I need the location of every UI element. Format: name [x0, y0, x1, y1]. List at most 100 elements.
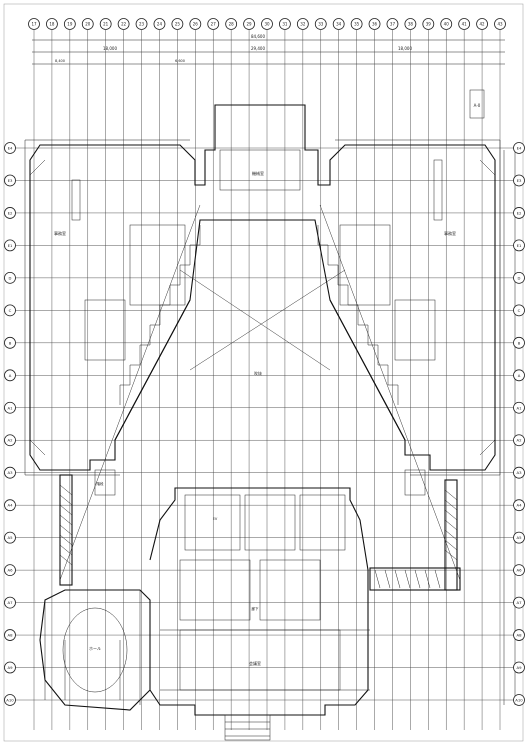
- row-bubble: [513, 661, 525, 674]
- row-bubble: [513, 694, 525, 706]
- row-bubble: [513, 271, 525, 284]
- row-bubble: [4, 401, 16, 414]
- row-bubble: [4, 466, 16, 479]
- column-tag: 20: [85, 22, 91, 27]
- bridges: [59, 474, 461, 591]
- label-south-hall: ホール: [89, 646, 101, 651]
- column-tag: 21: [103, 22, 109, 27]
- column-tag: 25: [175, 22, 181, 27]
- column-tag: 18: [49, 22, 55, 27]
- column-bubble: [296, 18, 309, 30]
- row-tag: E1: [8, 243, 13, 248]
- row-bubble: [513, 304, 525, 317]
- column-bubble: [171, 18, 184, 30]
- column-bubble: [81, 18, 94, 30]
- dim-segment-left: 18,000: [103, 46, 117, 51]
- column-bubble: [332, 18, 345, 30]
- title-stamp-text: A-0: [474, 103, 481, 108]
- dim-overall-top: 84,600: [251, 34, 265, 39]
- dim-segment-mid: 29,400: [251, 46, 265, 51]
- row-bubble: [513, 142, 525, 154]
- row-bubble: [4, 531, 16, 544]
- column-bubble: [243, 18, 255, 30]
- column-bubble: [314, 18, 327, 30]
- dim-segment-right: 18,000: [398, 46, 412, 51]
- label-stair: 階段: [97, 481, 104, 486]
- column-bubble: [28, 18, 40, 30]
- row-tag: A9: [516, 665, 522, 670]
- dim-span-a: 8,400: [55, 59, 65, 63]
- row-bubble: [4, 434, 16, 447]
- column-bubble: [386, 18, 399, 30]
- column-tag: 37: [390, 22, 396, 27]
- row-bubble: [513, 239, 525, 252]
- row-bubble: [4, 596, 16, 609]
- row-tag: E4: [517, 146, 522, 151]
- row-bubble: [4, 271, 16, 284]
- row-tag: A8: [516, 633, 522, 638]
- row-tag: E1: [517, 243, 522, 248]
- row-bubble: [4, 369, 16, 382]
- column-tag: 32: [300, 22, 306, 27]
- grid-lines-horizontal: [10, 147, 520, 701]
- column-tag: 31: [282, 22, 288, 27]
- column-bubble: [189, 18, 202, 30]
- row-tag: C: [518, 308, 521, 313]
- column-tag: 36: [372, 22, 378, 27]
- label-north-core: 機械室: [252, 170, 264, 176]
- sheet-frame: [3, 3, 524, 742]
- north-wing: [24, 104, 501, 581]
- label-atrium: 吹抜: [254, 370, 262, 376]
- row-tag: B: [9, 340, 12, 345]
- column-bubble: [117, 18, 130, 30]
- column-bubble: [440, 18, 453, 30]
- column-bubble: [63, 18, 76, 30]
- label-elevator: EV: [213, 517, 218, 521]
- south-wing: [39, 487, 370, 741]
- column-tag: 27: [211, 22, 217, 27]
- row-tag: E4: [8, 146, 13, 151]
- row-bubble: [513, 499, 525, 512]
- column-bubble: [458, 18, 471, 30]
- row-bubble: [4, 239, 16, 252]
- row-bubble: [513, 466, 525, 479]
- column-bubble: [46, 18, 58, 30]
- row-bubble: [513, 531, 525, 544]
- column-tag: 28: [229, 22, 235, 27]
- row-tag: A6: [7, 568, 13, 573]
- row-bubble: [513, 174, 525, 187]
- column-tag: 22: [121, 22, 127, 27]
- column-bubble: [350, 18, 363, 30]
- row-tag: A4: [516, 503, 522, 508]
- column-bubble: [153, 18, 166, 30]
- row-tag: A1: [7, 405, 13, 410]
- row-bubble: [4, 304, 16, 317]
- column-bubble: [494, 18, 506, 30]
- row-tag: A3: [516, 470, 522, 475]
- column-tag: 35: [354, 22, 360, 27]
- row-bubble: [4, 499, 16, 512]
- row-bubble: [4, 336, 16, 349]
- column-bubble: [368, 18, 381, 30]
- label-west-wing: 事務室: [54, 230, 66, 236]
- row-tag: A7: [516, 600, 522, 605]
- row-bubble: [513, 434, 525, 447]
- row-tag: A9: [7, 665, 13, 670]
- row-tag: A: [9, 373, 12, 378]
- column-bubble: [422, 18, 435, 30]
- grid-lines-vertical: [33, 30, 501, 730]
- title-stamp: A-0: [469, 89, 485, 119]
- row-bubble: [4, 174, 16, 187]
- row-bubble: [4, 207, 16, 219]
- row-tag: A2: [516, 438, 522, 443]
- label-east-wing: 事務室: [444, 230, 456, 236]
- column-tag: 19: [67, 22, 73, 27]
- column-tag: 23: [139, 22, 145, 27]
- column-bubble: [99, 18, 112, 30]
- row-tag: A6: [516, 568, 522, 573]
- column-bubble: [207, 18, 220, 30]
- label-south-room: 会議室: [249, 660, 261, 666]
- column-bubble: [261, 18, 273, 30]
